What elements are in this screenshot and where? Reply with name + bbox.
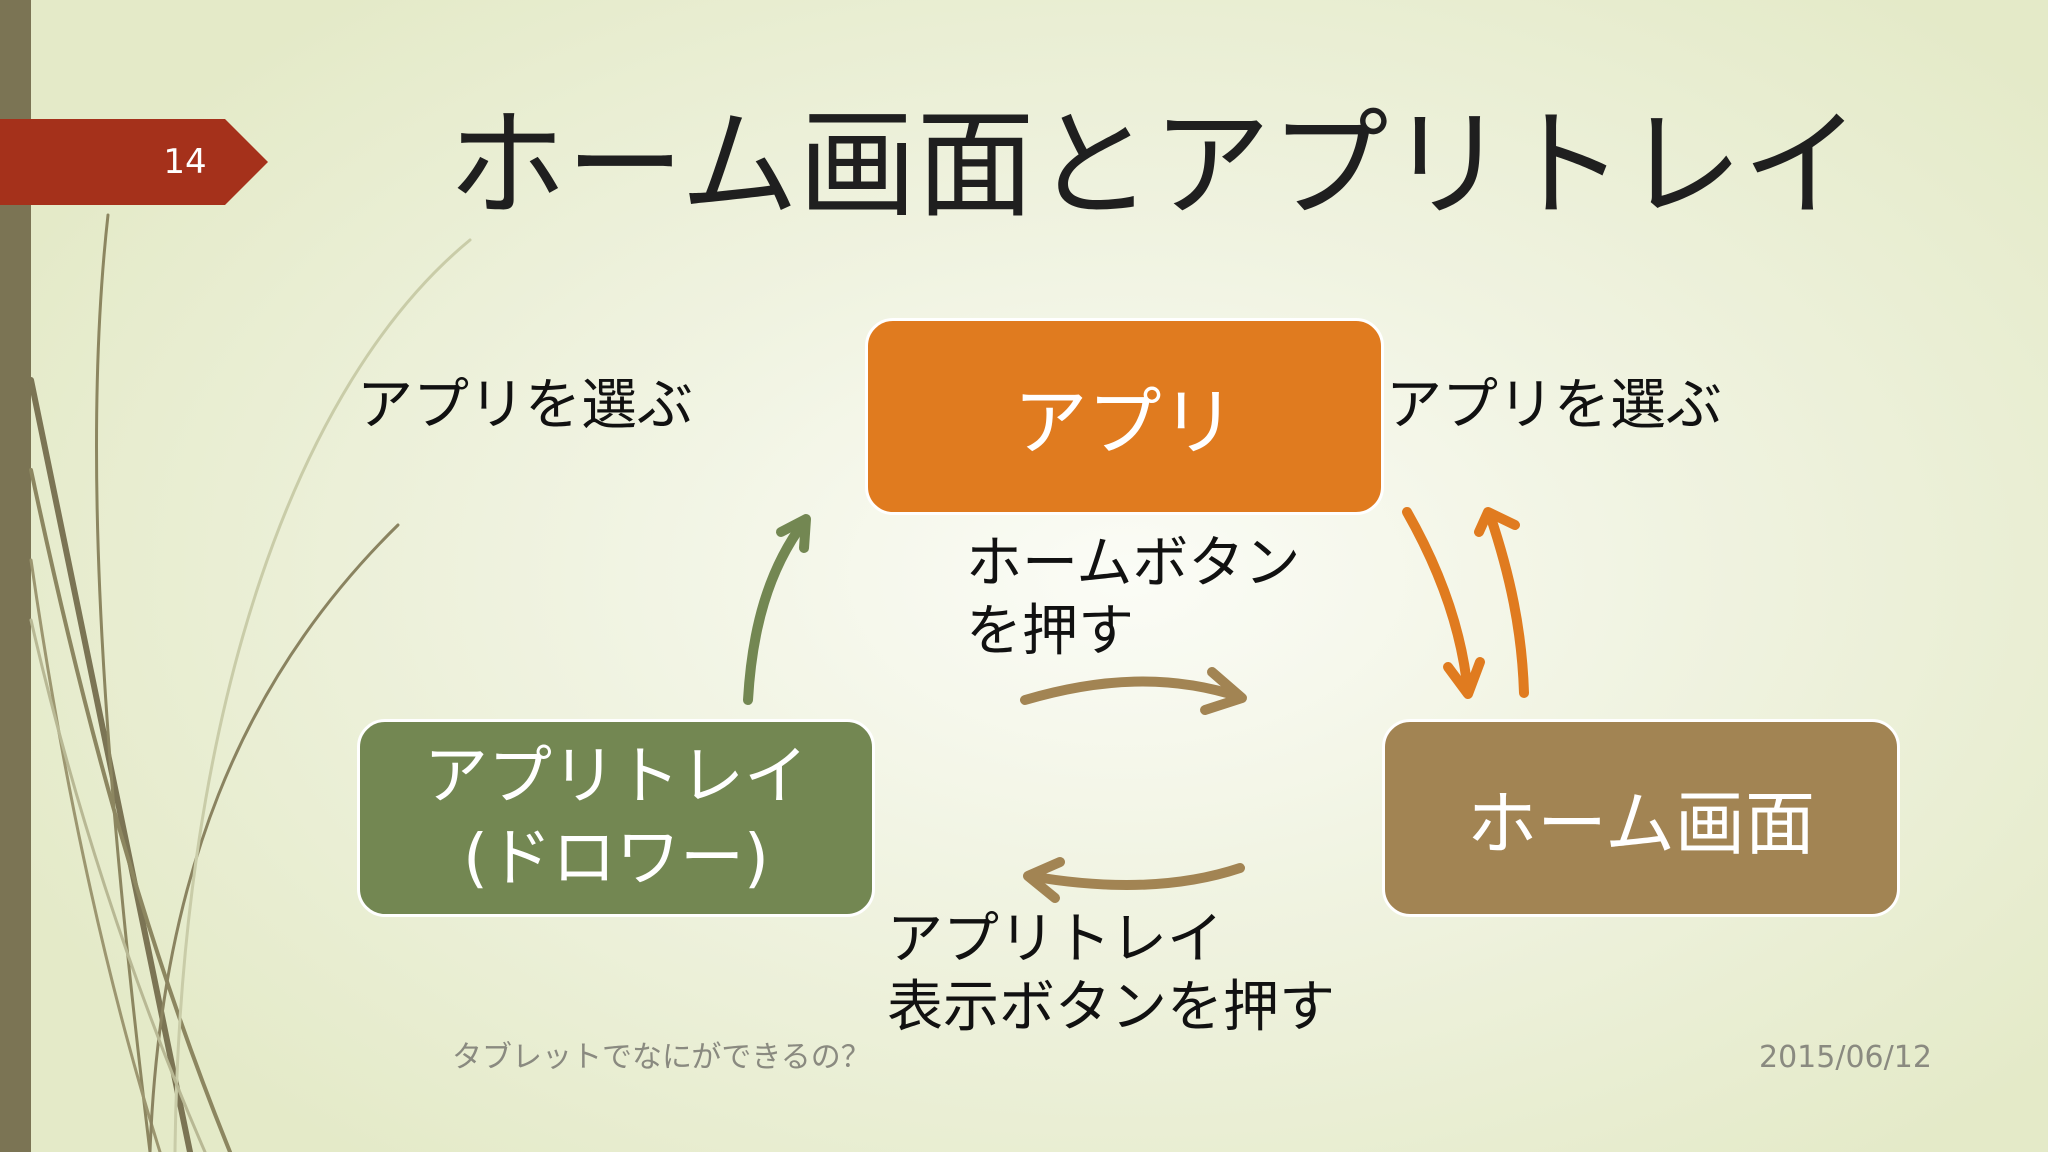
- node-app-tray-line2: (ドロワー): [463, 822, 769, 896]
- footer-text: タブレットでなにができるの？: [452, 1040, 871, 1075]
- arrow-tray-to-app-head: [776, 514, 811, 553]
- node-app: アプリ: [865, 318, 1384, 515]
- slide-number: 14: [163, 142, 207, 182]
- label-tray-button-line1: アプリトレイ: [887, 907, 1223, 972]
- node-home-screen: ホーム画面: [1382, 719, 1900, 917]
- slide-number-tag: 14: [0, 119, 268, 205]
- arrow-app-to-home: [1402, 507, 1473, 698]
- footer-date: 2015/06/12: [1759, 1040, 1932, 1075]
- label-select-app-left: アプリを選ぶ: [357, 373, 693, 438]
- node-app-tray-line1: アプリトレイ: [424, 740, 808, 814]
- label-home-button-line1: ホームボタン: [966, 531, 1301, 596]
- label-select-app-right: アプリを選ぶ: [1386, 373, 1722, 438]
- label-tray-button: アプリトレイ 表示ボタンを押す: [887, 906, 1335, 1042]
- label-home-button-line2: を押す: [966, 599, 1134, 664]
- node-app-label: アプリ: [1013, 380, 1236, 466]
- arrow-home-button: [1020, 676, 1245, 705]
- label-tray-button-line2: 表示ボタンを押す: [887, 975, 1335, 1040]
- slide-title: ホーム画面とアプリトレイ: [448, 96, 1861, 234]
- arrow-home-button-head: [1200, 667, 1247, 715]
- arrow-home-to-app-head: [1474, 507, 1520, 537]
- arrow-app-to-home-head: [1443, 657, 1485, 699]
- label-home-button: ホームボタン を押す: [966, 530, 1300, 666]
- node-home-screen-label: ホーム画面: [1467, 782, 1815, 865]
- arrow-tray-to-app: [743, 517, 809, 705]
- arrow-home-to-app: [1485, 510, 1529, 698]
- node-app-tray: アプリトレイ (ドロワー): [357, 719, 875, 917]
- arrow-tray-button-head: [1023, 857, 1065, 903]
- arrow-tray-button: [1025, 863, 1245, 890]
